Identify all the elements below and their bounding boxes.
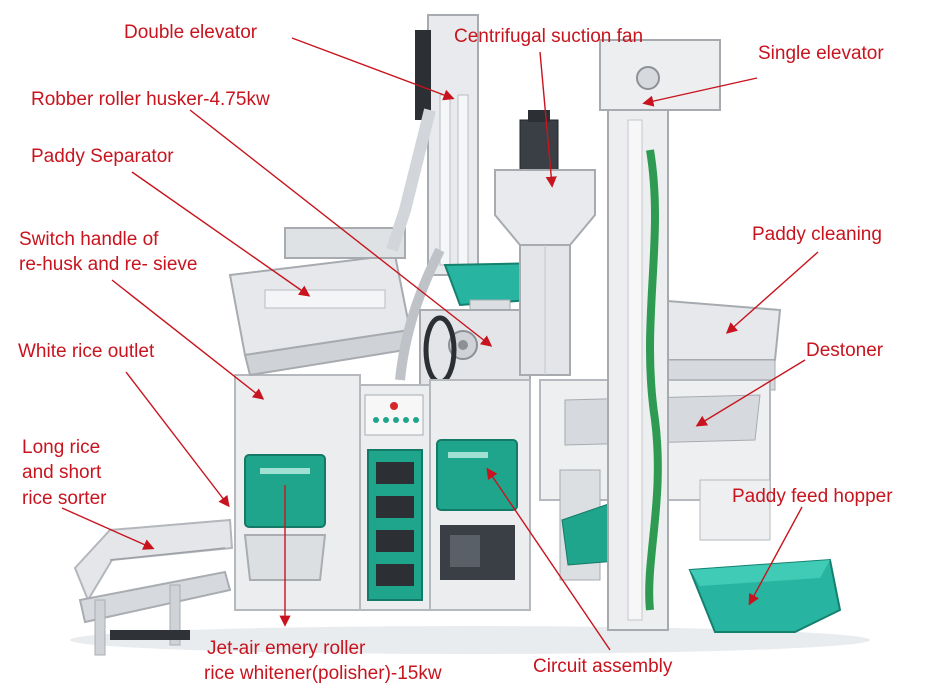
ground-shadow — [70, 626, 870, 654]
label-single-elevator: Single elevator — [758, 43, 884, 64]
label-whitener-line2: rice whitener(polisher)-15kw — [204, 663, 442, 684]
control-cabinet — [359, 379, 531, 611]
label-whitener-line1: Jet-air emery roller — [207, 638, 366, 659]
single-elevator-unit — [599, 39, 721, 631]
centrifugal-fan-unit — [494, 110, 596, 376]
label-paddy-cleaning: Paddy cleaning — [752, 224, 882, 245]
feed-hopper-unit — [688, 558, 842, 633]
whitener-cabinet — [234, 374, 361, 611]
label-feed-hopper: Paddy feed hopper — [732, 486, 893, 507]
label-double-elevator: Double elevator — [124, 22, 258, 43]
label-white-rice-outlet: White rice outlet — [18, 341, 155, 362]
label-destoner: Destoner — [806, 340, 884, 361]
label-switch-handle-line1: Switch handle of — [19, 229, 159, 250]
label-sorter-line3: rice sorter — [22, 488, 107, 509]
paddy-separator-unit — [228, 227, 412, 377]
label-paddy-separator: Paddy Separator — [31, 146, 174, 167]
label-sorter-line2: and short — [22, 462, 102, 483]
label-circuit-assembly: Circuit assembly — [533, 656, 673, 677]
paddy-cleaner-unit — [654, 298, 782, 391]
label-centrifugal-fan: Centrifugal suction fan — [454, 26, 644, 47]
label-sorter-line1: Long rice — [22, 437, 101, 458]
label-switch-handle-line2: re-husk and re- sieve — [19, 254, 198, 275]
label-rubber-husker: Robber roller husker-4.75kw — [31, 89, 270, 110]
